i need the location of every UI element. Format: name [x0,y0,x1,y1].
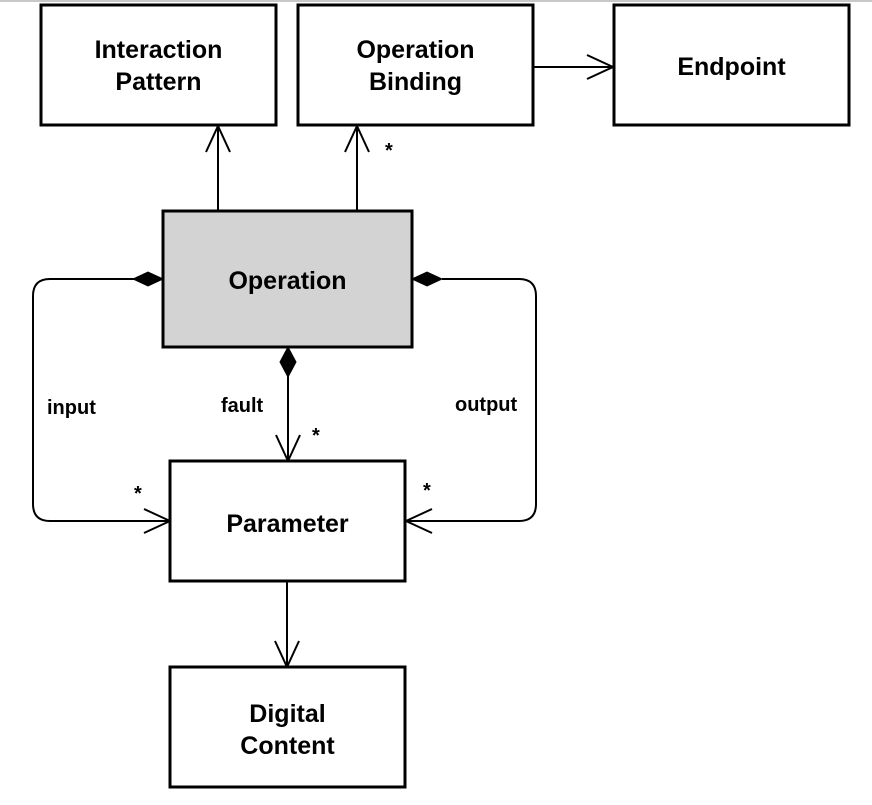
operation-binding-label-line1: Operation [356,36,474,64]
digital-content-node: Digital Content [168,665,407,789]
edge-operation-to-operation-binding [344,123,370,211]
parameter-node: Parameter [168,459,407,583]
endpoint-label: Endpoint [677,53,786,81]
operation-binding-label-line2: Binding [369,68,462,96]
interaction-pattern-label-line2: Pattern [115,68,201,96]
interaction-pattern-box [39,3,278,127]
endpoint-node: Endpoint [612,3,851,127]
edge-binding-to-endpoint [533,54,616,80]
fault-multiplicity: * [312,425,320,447]
edge-output [403,271,537,534]
interaction-pattern-node: Interaction Pattern [39,3,278,127]
input-composition-diamond [131,271,165,287]
binding-multiplicity: * [385,140,393,162]
output-composition-diamond [410,271,444,287]
digital-content-label-line2: Content [240,732,335,760]
fault-composition-diamond [279,345,297,379]
edge-fault [275,345,301,464]
input-label: input [47,397,96,419]
operation-node: Operation [161,209,414,349]
operation-binding-box [296,3,535,127]
edge-operation-to-interaction-pattern [205,123,231,211]
operation-binding-node: Operation Binding [296,3,535,127]
interaction-pattern-label-line1: Interaction [95,36,223,64]
parameter-label: Parameter [226,510,349,538]
input-multiplicity: * [134,483,142,505]
operation-box [161,209,414,349]
fault-label: fault [221,395,264,417]
digital-content-label-line1: Digital [249,700,325,728]
output-label: output [455,394,518,416]
parameter-box [168,459,407,583]
output-multiplicity: * [423,480,431,502]
edge-labels: input fault output * * * * [47,140,518,505]
endpoint-box [612,3,851,127]
edge-parameter-to-digital-content [274,581,300,670]
operation-label: Operation [228,267,346,295]
digital-content-box [168,665,407,789]
